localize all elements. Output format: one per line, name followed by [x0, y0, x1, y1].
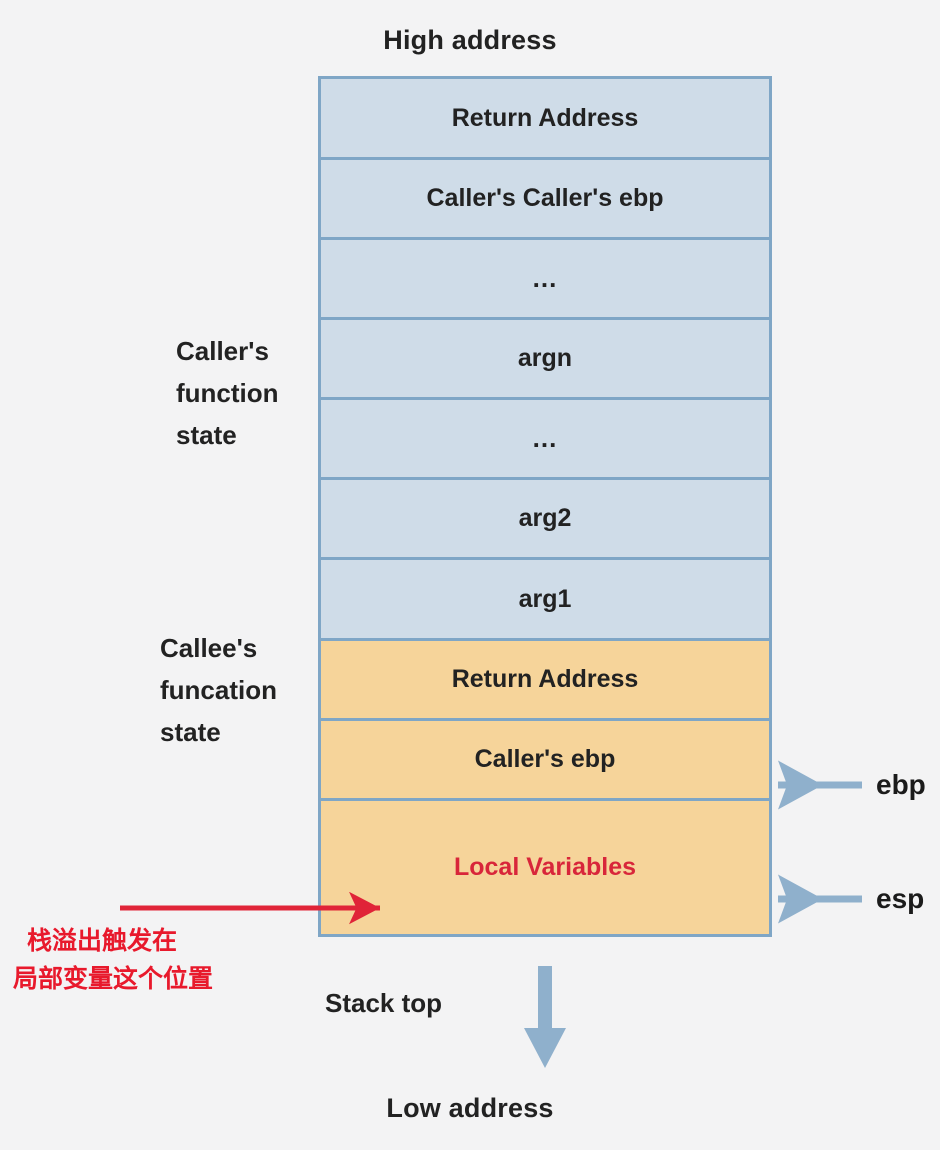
- stack-cell-label: arg1: [518, 584, 572, 613]
- group-label-line: funcation: [160, 675, 277, 706]
- low-address-label: Low address: [386, 1093, 554, 1123]
- group-label-line: function: [176, 378, 279, 409]
- stack-top-label: Stack top: [325, 988, 443, 1018]
- ebp-register-label: ebp: [876, 769, 926, 800]
- stack-cell-label: arg2: [518, 504, 572, 532]
- callee-function-state-label: Callee's funcation state: [160, 627, 277, 753]
- stack-cell-label: Return Address: [451, 665, 639, 693]
- stack-cell-label: ...: [532, 423, 558, 453]
- stack-cell: Caller's ebp: [318, 718, 772, 801]
- stack-cell: Return Address: [318, 638, 772, 721]
- annotation-line-1: 栈溢出触发在: [27, 926, 178, 955]
- stack-cell-label: Caller's ebp: [474, 745, 616, 773]
- stack-cell: argn: [318, 317, 772, 400]
- group-label-line: state: [176, 420, 237, 451]
- group-label-line: Caller's: [176, 336, 269, 366]
- stack-cell: arg1: [318, 557, 772, 641]
- stack-cell: ...: [318, 237, 772, 320]
- stack-cell-label: Caller's Caller's ebp: [426, 184, 664, 212]
- stack-growth-arrow: [524, 966, 566, 1068]
- stack-cell-label: Return Address: [451, 103, 639, 132]
- stack-overflow-annotation: 栈溢出触发在 局部变量这个位置: [13, 922, 213, 998]
- stack-cell: Local Variables: [318, 798, 772, 937]
- caller-function-state-label: Caller's function state: [176, 330, 279, 456]
- stack-cell: Caller's Caller's ebp: [318, 157, 772, 240]
- group-label-line: Callee's: [160, 633, 258, 663]
- stack-cell-label: ...: [532, 263, 558, 293]
- esp-register-label: esp: [876, 883, 925, 914]
- annotation-line-2: 局部变量这个位置: [13, 964, 214, 993]
- stack-cell-label: argn: [517, 344, 573, 372]
- stack-cell: Return Address: [318, 76, 772, 160]
- high-address-label: High address: [383, 25, 557, 55]
- stack-cell: ...: [318, 397, 772, 480]
- group-label-line: state: [160, 717, 221, 748]
- stack-cell: arg2: [318, 477, 772, 560]
- stack-cell-label: Local Variables: [453, 853, 637, 881]
